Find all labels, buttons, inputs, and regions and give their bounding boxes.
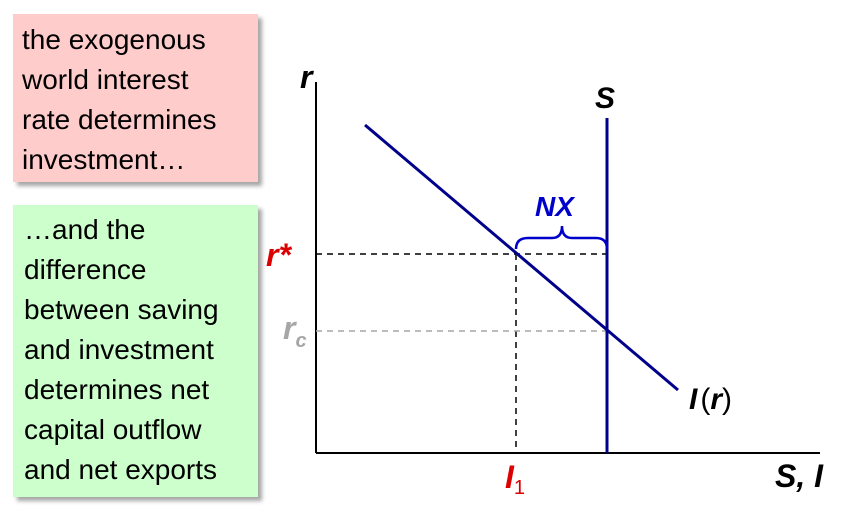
investment-function-label: I(r) bbox=[689, 383, 732, 416]
x-axis-label: S, I bbox=[775, 458, 824, 494]
investment-curve bbox=[364, 123, 679, 392]
nx-label: NX bbox=[535, 191, 576, 222]
y-axis-label: r bbox=[300, 59, 314, 95]
nx-brace bbox=[514, 225, 609, 250]
investment-level-label: I1 bbox=[505, 459, 525, 499]
nx-note: …and the difference between saving and i… bbox=[13, 205, 258, 497]
world-rate-label: r* bbox=[266, 237, 292, 273]
investment-note: the exogenous world interest rate determ… bbox=[13, 14, 258, 182]
saving-label: S bbox=[595, 82, 615, 115]
closed-rate-label: rc bbox=[283, 310, 307, 352]
